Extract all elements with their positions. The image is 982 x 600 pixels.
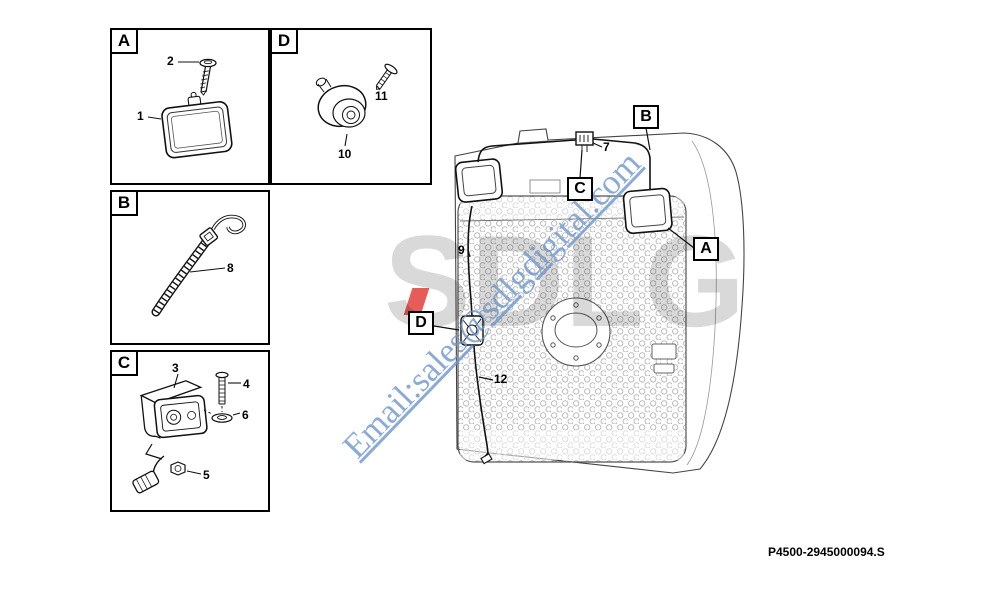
machine-rear-illustration: [433, 127, 745, 474]
panel-c-label: C: [110, 350, 138, 376]
grille-center-plate: [541, 297, 611, 367]
part-number-9: 9: [458, 243, 465, 257]
part-number-7: 7: [603, 140, 610, 154]
grille-slots: [651, 343, 677, 374]
monitor-1-drawing: [161, 91, 233, 159]
leader-11: [376, 85, 381, 91]
washer-6-drawing: [211, 413, 233, 423]
plug-5-drawing: [132, 455, 186, 494]
cable-tie-8-drawing: [151, 214, 246, 317]
part-number-10: 10: [338, 147, 352, 161]
leader-1: [147, 116, 162, 120]
bolt-4-drawing: [215, 371, 229, 405]
machine-body-outline: [454, 128, 745, 474]
panel-c-leaders: [173, 373, 241, 475]
left-lamp: [454, 158, 504, 203]
bracket-d-drawing: [460, 315, 484, 346]
panel-a-illustration: [147, 58, 233, 159]
callout-d: D: [408, 311, 434, 335]
part-number-11: 11: [375, 89, 388, 103]
leader-10: [344, 133, 348, 147]
panel-d: D 11 10: [270, 28, 432, 185]
part-number-8: 8: [227, 261, 234, 275]
leader-lines: [433, 127, 695, 381]
panel-b-illustration: [151, 214, 246, 317]
panel-a-label: A: [110, 28, 138, 54]
callout-b: B: [633, 105, 659, 129]
part-number-6: 6: [242, 408, 249, 422]
camera-3-drawing: [139, 380, 208, 439]
right-lamp: [622, 187, 673, 235]
grille-bottom-band: [460, 430, 684, 460]
panel-b-label: B: [110, 190, 138, 216]
camera-10-drawing: [315, 77, 367, 128]
part-number-3: 3: [172, 361, 179, 375]
panel-c: C: [110, 350, 270, 512]
panel-c-illustration: [132, 371, 241, 494]
part-number-12: 12: [494, 372, 508, 386]
panel-b: B 8: [110, 190, 270, 345]
screw-2-drawing: [199, 58, 217, 96]
part-number-2: 2: [167, 54, 174, 68]
wiring-harness: [467, 138, 651, 460]
brand-watermark: SDLG: [384, 208, 746, 354]
panel-a: A 2 1: [110, 28, 270, 185]
leader-8: [189, 267, 226, 273]
drawing-number: P4500-2945000094.S: [768, 545, 885, 559]
callout-a: A: [693, 237, 719, 261]
camera-bracket-drawing: [145, 443, 163, 460]
bottom-connector-drawing: [480, 453, 493, 465]
panel-d-illustration: [315, 63, 398, 147]
callout-c: C: [567, 177, 593, 201]
assembly-dashed-line: [203, 409, 213, 415]
connector-7-drawing: [575, 131, 594, 152]
part-number-5: 5: [203, 468, 210, 482]
part-number-4: 4: [243, 377, 250, 391]
part-number-1: 1: [137, 109, 144, 123]
panel-d-label: D: [270, 28, 298, 54]
